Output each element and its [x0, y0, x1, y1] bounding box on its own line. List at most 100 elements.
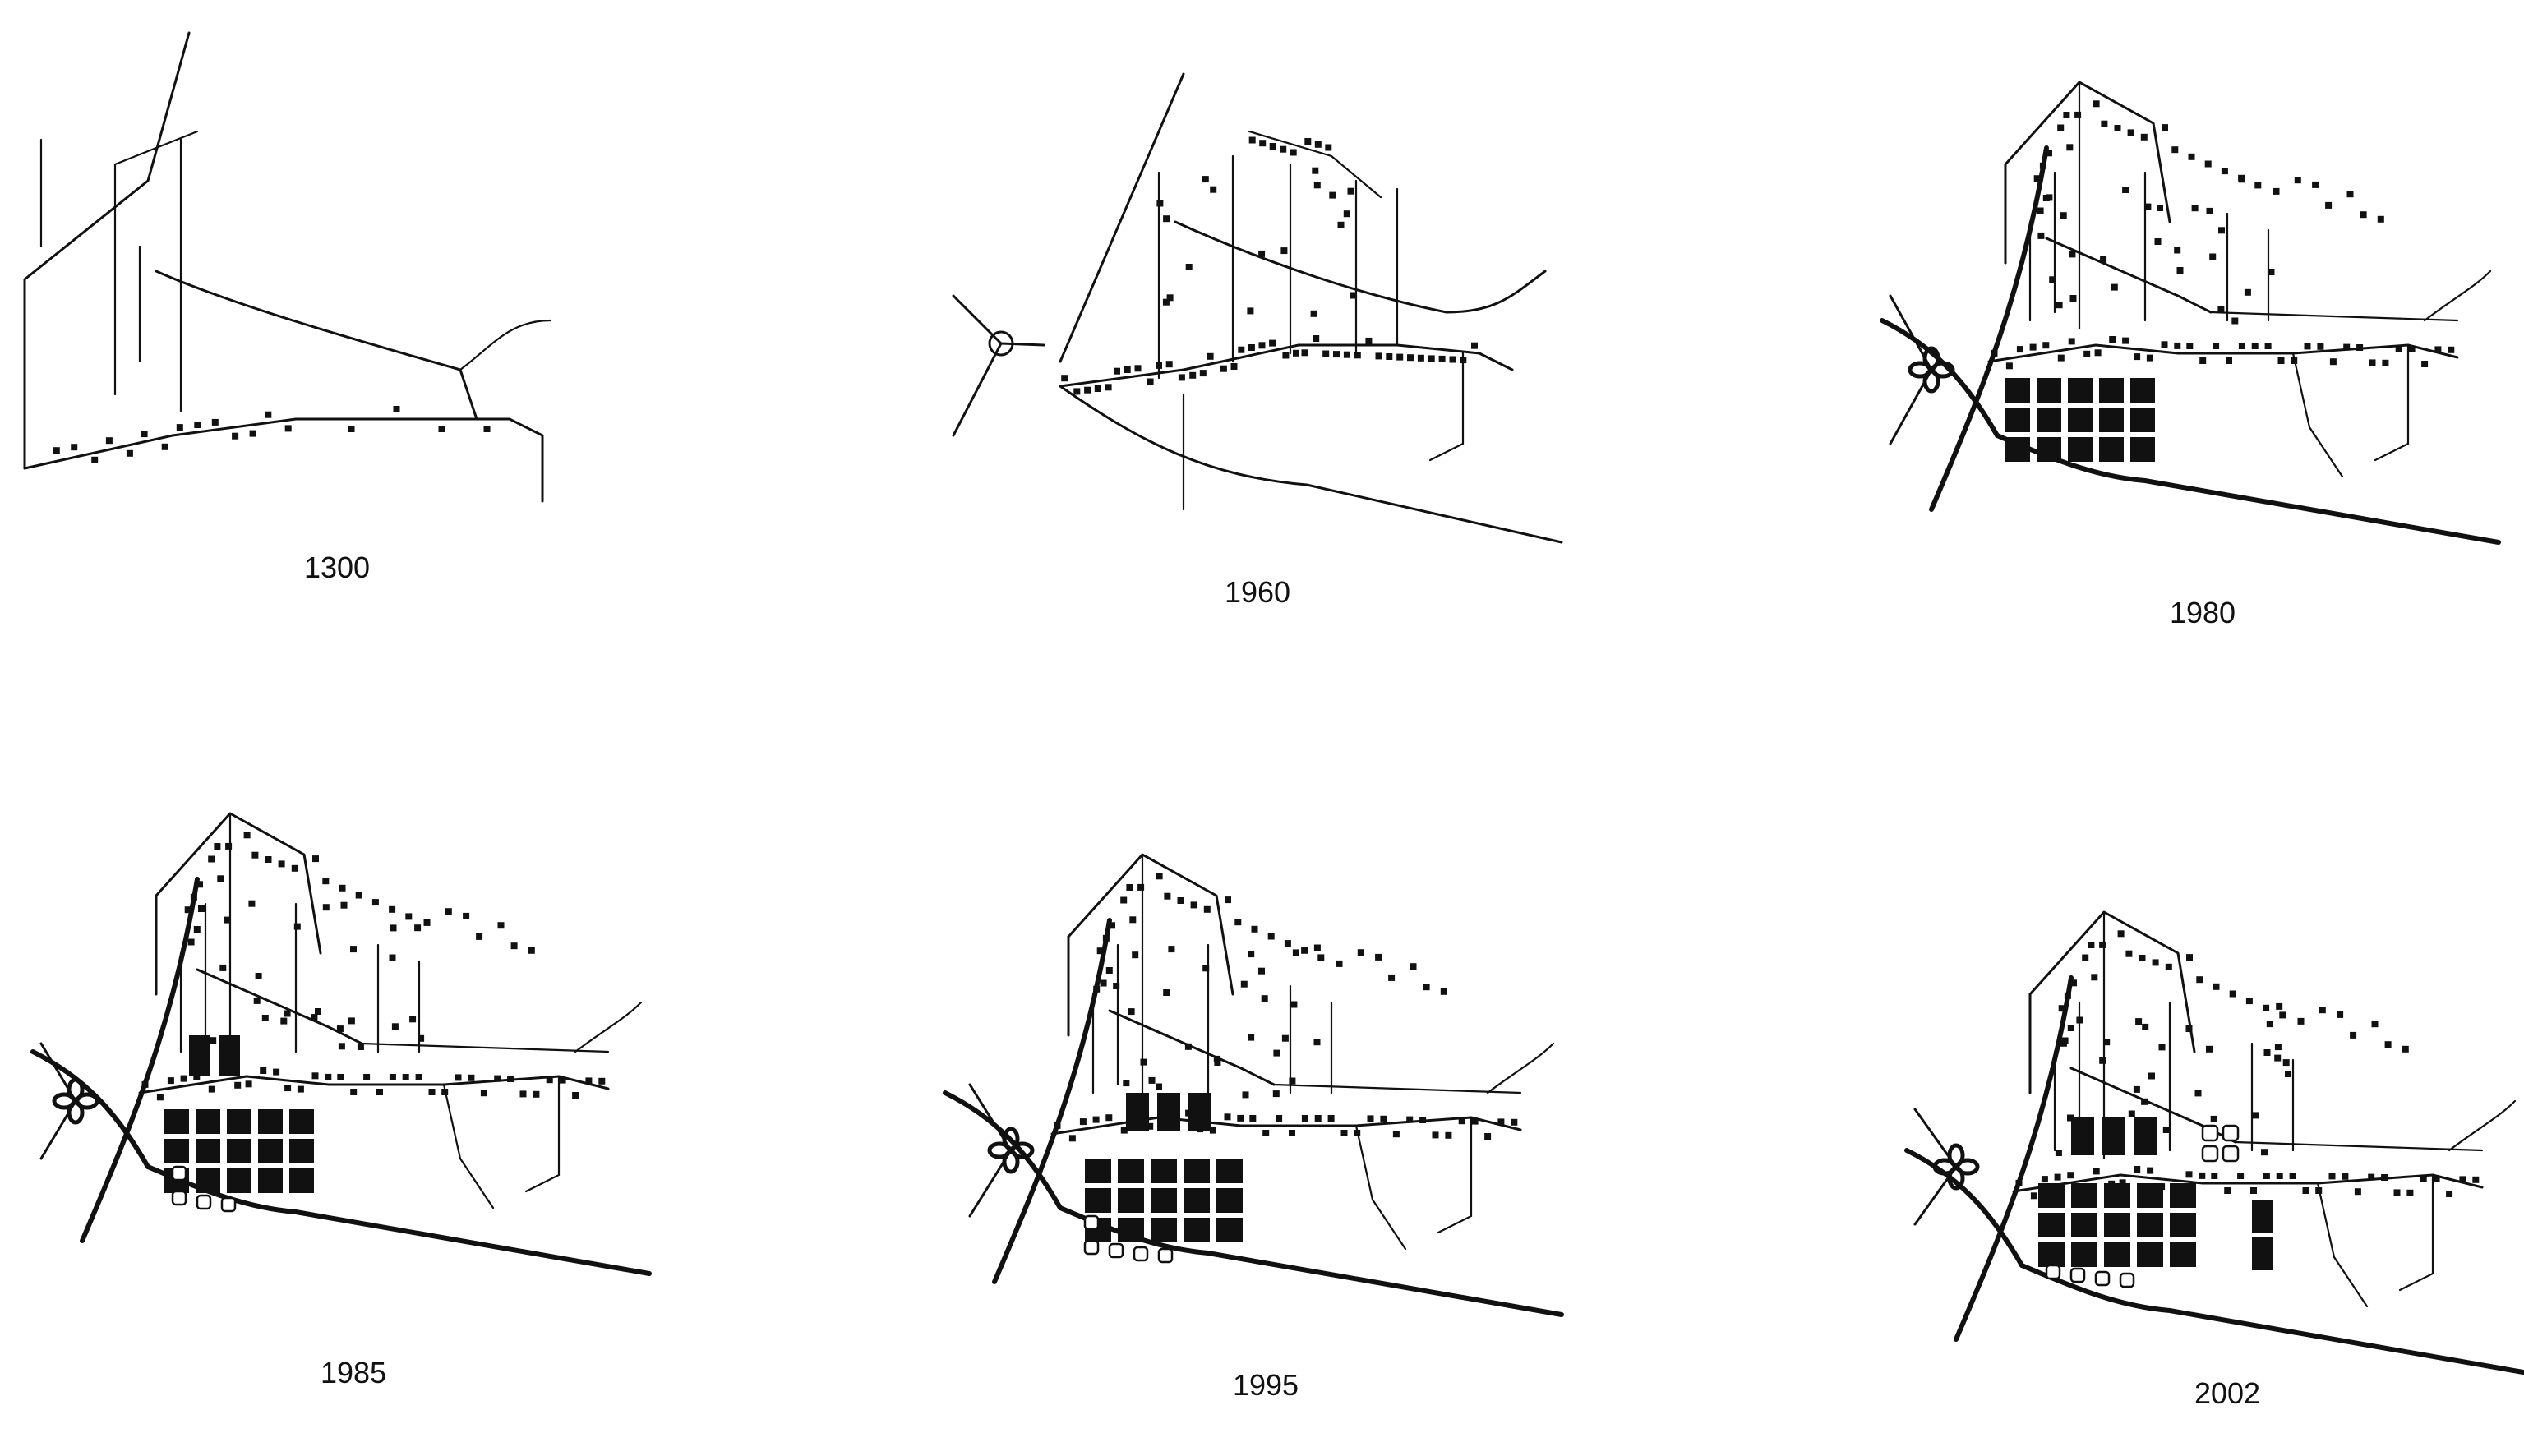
house-marker	[1124, 366, 1131, 373]
house-marker	[2238, 343, 2245, 349]
house-marker	[1380, 1115, 1387, 1122]
hollow-building	[171, 1165, 187, 1182]
building-block	[1216, 1188, 1243, 1213]
house-marker	[1094, 385, 1101, 392]
building-block	[1157, 1093, 1180, 1131]
house-marker	[1068, 1135, 1076, 1142]
house-marker	[1280, 145, 1287, 153]
interchange-loop	[1010, 1141, 1035, 1159]
house-marker	[339, 884, 346, 892]
year-label-1985: 1985	[320, 1356, 387, 1389]
house-marker	[2226, 357, 2232, 364]
house-marker	[1284, 940, 1291, 947]
house-marker	[533, 1090, 540, 1098]
house-marker	[1079, 1118, 1087, 1126]
house-marker	[311, 1072, 319, 1080]
house-marker	[390, 924, 397, 932]
lane	[1437, 1116, 1473, 1234]
house-marker	[2434, 346, 2442, 353]
building-block	[219, 1035, 240, 1076]
hollow-building	[1133, 1246, 1149, 1262]
house-marker	[284, 1010, 291, 1017]
house-marker	[1406, 1116, 1414, 1123]
house-marker	[2094, 349, 2102, 357]
road-north	[23, 31, 191, 470]
house-marker	[1140, 1058, 1147, 1066]
house-marker	[71, 444, 78, 451]
house-marker	[2381, 1174, 2388, 1181]
house-marker	[1105, 384, 1112, 391]
house-marker	[1240, 980, 1248, 988]
house-marker	[1484, 1133, 1492, 1140]
house-marker	[1248, 951, 1255, 958]
building-block	[1151, 1188, 1177, 1213]
house-marker	[1177, 897, 1184, 904]
house-marker	[1163, 215, 1170, 223]
house-marker	[2317, 343, 2324, 350]
house-marker	[2069, 251, 2076, 258]
house-marker	[2319, 1007, 2326, 1014]
building-block	[2099, 437, 2124, 462]
diagonal-road	[155, 270, 478, 421]
house-marker	[1343, 351, 1350, 358]
house-marker	[2037, 232, 2045, 239]
year-label-1300: 1300	[303, 551, 371, 584]
settlement-map-1985	[30, 812, 652, 1276]
building-block	[227, 1109, 251, 1134]
house-marker	[1096, 947, 1104, 955]
house-marker	[1251, 925, 1258, 933]
house-marker	[1054, 1122, 1061, 1129]
house-marker	[1185, 264, 1193, 270]
house-marker	[325, 1073, 332, 1080]
building-block	[2104, 1213, 2130, 1237]
house-marker	[483, 426, 491, 432]
house-marker	[2251, 343, 2259, 349]
house-marker	[2103, 1039, 2111, 1046]
house-marker	[2016, 346, 2023, 353]
house-marker	[389, 954, 396, 961]
house-marker	[1102, 934, 1110, 942]
house-marker	[2122, 337, 2129, 344]
settlement-map-2002	[1904, 910, 2524, 1375]
house-marker	[2266, 1021, 2273, 1028]
house-marker	[455, 1074, 462, 1081]
house-marker	[2342, 1173, 2349, 1180]
road-north	[2004, 81, 2171, 223]
stream	[1486, 1042, 1555, 1094]
house-marker	[2239, 176, 2245, 183]
house-marker	[2093, 1168, 2100, 1175]
house-marker	[2060, 1039, 2067, 1047]
house-marker	[1293, 349, 1299, 357]
house-marker	[2343, 343, 2351, 351]
house-marker	[1061, 375, 1068, 382]
house-marker	[2060, 212, 2067, 219]
house-marker	[2289, 1173, 2296, 1179]
house-marker	[2117, 930, 2125, 938]
house-marker	[293, 923, 301, 930]
map-panel-1980: 1980	[1880, 49, 2523, 629]
lane	[2316, 1182, 2369, 1308]
house-marker	[338, 1043, 345, 1050]
house-marker	[232, 432, 239, 440]
house-marker	[1210, 186, 1217, 193]
main-road	[2019, 1263, 2524, 1375]
house-marker	[2158, 1044, 2166, 1051]
house-marker	[2083, 350, 2091, 357]
house-marker	[2093, 100, 2100, 108]
house-marker	[2277, 357, 2285, 364]
building-block	[1151, 1218, 1177, 1242]
house-marker	[1259, 140, 1267, 147]
building-block	[2037, 408, 2061, 432]
house-marker	[2033, 175, 2041, 182]
house-marker	[2395, 345, 2402, 352]
house-marker	[105, 437, 113, 445]
house-marker	[2171, 146, 2179, 154]
year-label-2002: 2002	[2194, 1376, 2261, 1410]
main-road	[145, 1164, 652, 1276]
house-marker	[2312, 181, 2319, 188]
house-marker	[2029, 343, 2037, 351]
diagonal-road	[2045, 237, 2213, 314]
house-marker	[2402, 1045, 2409, 1053]
house-marker	[1248, 344, 1255, 351]
building-block	[2038, 1183, 2065, 1208]
